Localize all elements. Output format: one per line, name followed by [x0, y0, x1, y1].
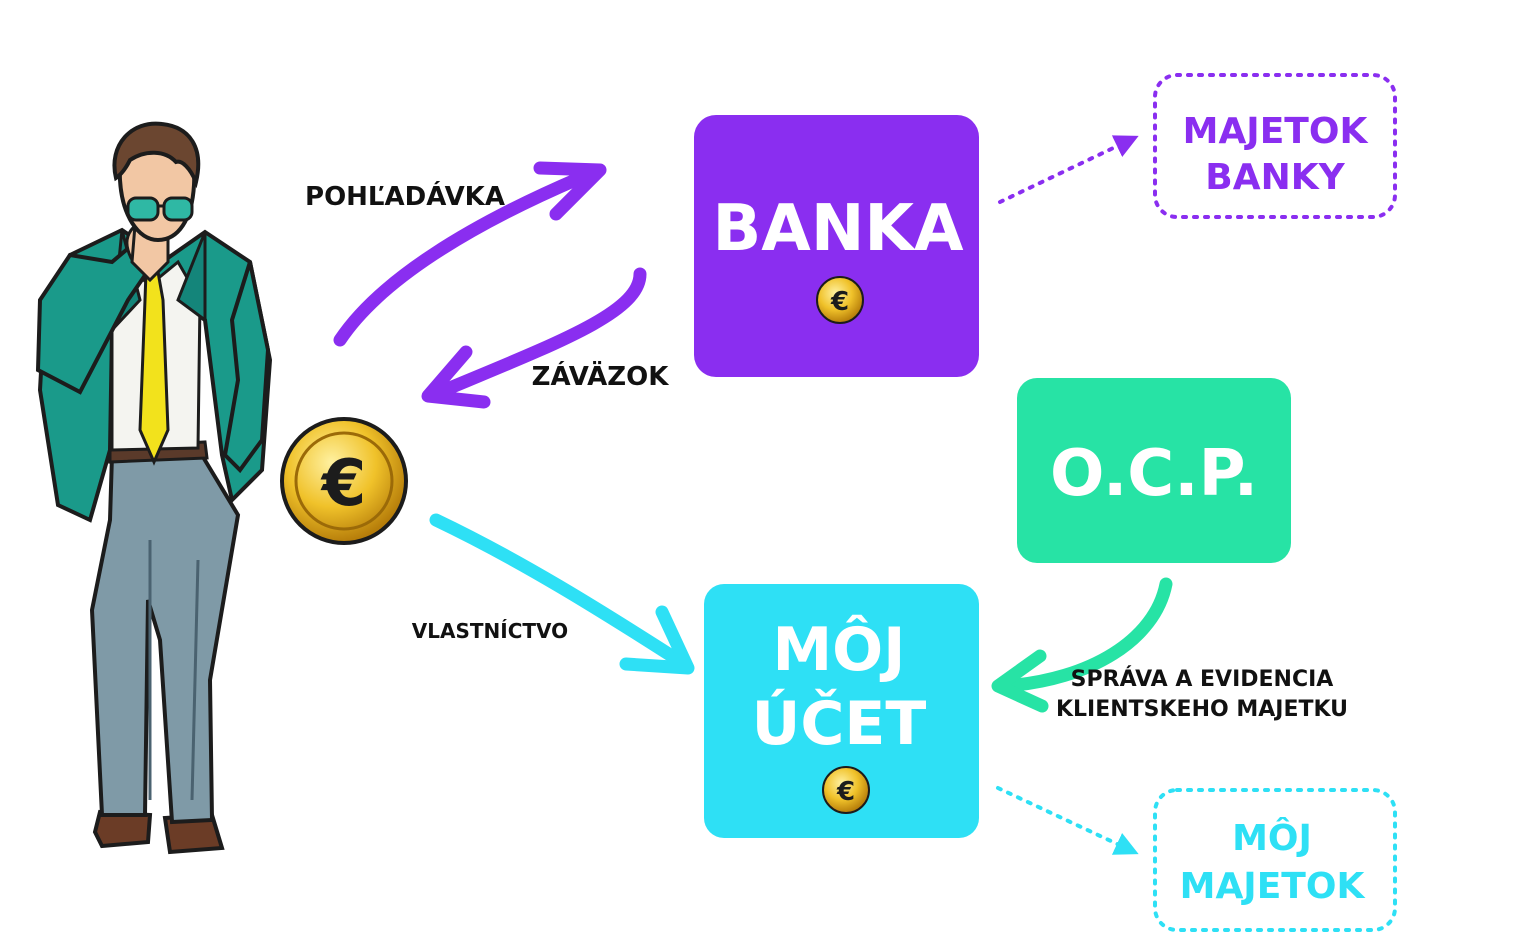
euro-symbol-icon: €: [836, 777, 855, 807]
bank-assets-line2: BANKY: [1205, 157, 1345, 198]
liability-arrow: [421, 267, 647, 409]
my-assets-link: [996, 786, 1139, 855]
bank-assets-line1: MAJETOK: [1183, 111, 1369, 152]
liability-label: ZÁVÄZOK: [532, 360, 670, 392]
custody-label-line1: SPRÁVA A EVIDENCIA: [1071, 666, 1334, 692]
ownership-label: VLASTNÍCTVO: [412, 619, 568, 643]
claim-label: POHĽADÁVKA: [305, 180, 505, 212]
my-assets-line2: MAJETOK: [1180, 866, 1366, 907]
ocp-node: O.C.P.: [1017, 378, 1291, 563]
my-assets-node: MÔJ MAJETOK: [1153, 788, 1397, 932]
euro-symbol-icon: €: [320, 447, 367, 521]
account-node: MÔJ ÚČET €: [704, 584, 979, 838]
ocp-label: O.C.P.: [1050, 437, 1258, 511]
euro-symbol-icon: €: [830, 287, 849, 317]
bank-assets-node: MAJETOK BANKY: [1153, 73, 1397, 219]
euro-coin-person: €: [280, 417, 408, 545]
custody-label-line2: KLIENTSKEHO MAJETKU: [1056, 697, 1348, 722]
bank-label: BANKA: [713, 192, 964, 266]
custody-arrow: [991, 577, 1173, 713]
account-label-line2: ÚČET: [752, 688, 927, 759]
my-assets-line1: MÔJ: [1232, 817, 1312, 859]
euro-coin-bank: €: [816, 276, 864, 324]
ownership-arrow: [429, 513, 695, 675]
claim-arrow: [333, 161, 607, 347]
euro-coin-account: €: [822, 766, 870, 814]
bank-assets-link: [998, 135, 1139, 204]
businessman-illustration: [35, 121, 273, 855]
account-label-line1: MÔJ: [772, 614, 905, 685]
bank-node: BANKA €: [694, 115, 979, 377]
